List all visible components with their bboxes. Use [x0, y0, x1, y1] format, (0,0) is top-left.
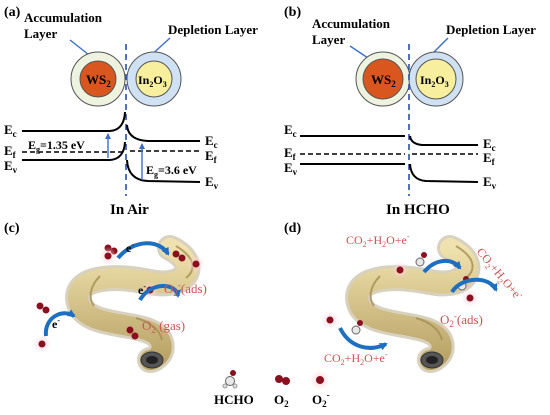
o2-molecule-c-2 — [36, 302, 50, 314]
legend-label-o2: O2 — [274, 392, 289, 409]
ev-label-right-b: Ev — [483, 174, 497, 191]
reaction-arrow-d-2 — [450, 277, 498, 294]
ev-band-right-b — [409, 163, 479, 183]
o2-ads-label-c: O2-(ads) — [164, 280, 207, 298]
panel-c: (c) — [4, 221, 207, 373]
product-label-d-1: CO2+H2O+e- — [346, 232, 410, 249]
ec-label-right-a: Ec — [205, 133, 218, 150]
ec-label-right-b: Ec — [483, 136, 496, 153]
ec-band-right-b — [409, 135, 478, 146]
ev-band-left-a — [22, 141, 126, 161]
in2o3-label-b: In2O3 — [420, 73, 449, 89]
accumulation-label-a-1: Accumulation — [24, 10, 103, 25]
depletion-label-a: Depletion Layer — [168, 22, 258, 37]
o2-ads-label-d: O2-(ads) — [440, 311, 483, 329]
electron-arrow-c-2 — [138, 284, 182, 302]
panel-a: (a) Accumulation Layer Depletion Layer W… — [4, 5, 258, 218]
panel-d-label: (d) — [284, 221, 301, 236]
ec-band-left-a — [22, 111, 126, 132]
ws2-core-b — [362, 58, 404, 100]
reaction-arrow-d-3 — [338, 327, 388, 351]
panel-b-label: (b) — [284, 5, 301, 20]
ws2-label-a: WS2 — [86, 72, 111, 89]
caption-a: In Air — [110, 202, 149, 218]
electron-label-c-3: e- — [52, 316, 60, 331]
accumulation-label-a-2: Layer — [24, 26, 57, 41]
o2-ion-icon — [310, 370, 330, 390]
electron-arrow-c-3 — [43, 309, 76, 337]
electron-label-c-1: e- — [126, 240, 134, 255]
ev-label-left-b: Ev — [284, 160, 298, 177]
in2o3-core-b — [415, 58, 457, 100]
product-label-d-2: CO2+H2O+e- — [472, 244, 526, 304]
o2-ion-c-3 — [33, 335, 51, 353]
ef-label-right-b: Ef — [483, 150, 496, 167]
o2-gas-label-c: O2 (gas) — [142, 318, 185, 335]
ev-label-right-a: Ev — [205, 174, 219, 191]
o2-ion-c-1 — [99, 247, 117, 265]
ef-label-left-a: Ef — [4, 143, 17, 160]
legend: HCHO O2 O2- — [214, 370, 330, 409]
legend-label-hcho: HCHO — [214, 392, 254, 407]
ec-label-left-b: Ec — [284, 122, 297, 139]
panel-c-label: (c) — [4, 221, 20, 236]
o2-ion-d-2 — [461, 289, 479, 307]
o2-ion-d-1 — [391, 261, 409, 279]
electron-label-c-2: e- — [138, 282, 146, 297]
nanofiber-c — [65, 235, 201, 373]
o2-ion-d-3 — [321, 311, 339, 329]
reaction-arrow-d-1 — [422, 259, 462, 274]
o2-ion-c-2 — [187, 255, 205, 273]
panel-a-label: (a) — [4, 5, 21, 20]
ws2-label-b: WS2 — [371, 72, 396, 89]
legend-label-o2-ion: O2- — [312, 390, 330, 409]
ec-label-left-a: Ec — [4, 122, 17, 139]
depletion-label-b: Depletion Layer — [446, 22, 536, 37]
accumulation-label-b-2: Layer — [312, 32, 345, 47]
hcho-molecule-icon — [222, 370, 238, 389]
caption-b: In HCHO — [386, 202, 450, 218]
electron-arrow-c-1 — [116, 241, 170, 260]
accumulation-label-b-1: Accumulation — [312, 16, 391, 31]
o2-molecule-c-3 — [126, 326, 139, 340]
in2o3-core-a — [135, 60, 173, 98]
o2-molecule-c-4 — [172, 250, 186, 262]
hcho-molecule-d-3 — [351, 320, 363, 335]
ev-band-right-a — [126, 159, 201, 183]
ev-label-left-a: Ev — [4, 158, 18, 175]
ec-band-right-a — [126, 124, 200, 142]
panel-b: (b) Accumulation Layer Depletion Layer W… — [284, 5, 536, 218]
nanofiber-d — [345, 235, 481, 373]
ws2-core-a — [79, 60, 117, 98]
panel-d: (d) CO2+H2O+e- — [284, 221, 526, 373]
hcho-molecule-d-1 — [415, 252, 427, 267]
product-label-d-3: CO2+H2O+e- — [324, 350, 388, 367]
ef-label-left-b: Ef — [284, 145, 297, 162]
ef-label-right-a: Ef — [205, 148, 218, 165]
eg-label-right-a: Eg=3.6 eV — [146, 163, 197, 179]
o2-molecule-icon — [275, 375, 290, 385]
eg-label-left-a: Eg=1.35 eV — [28, 138, 85, 154]
in2o3-label-a: In2O3 — [138, 73, 167, 89]
